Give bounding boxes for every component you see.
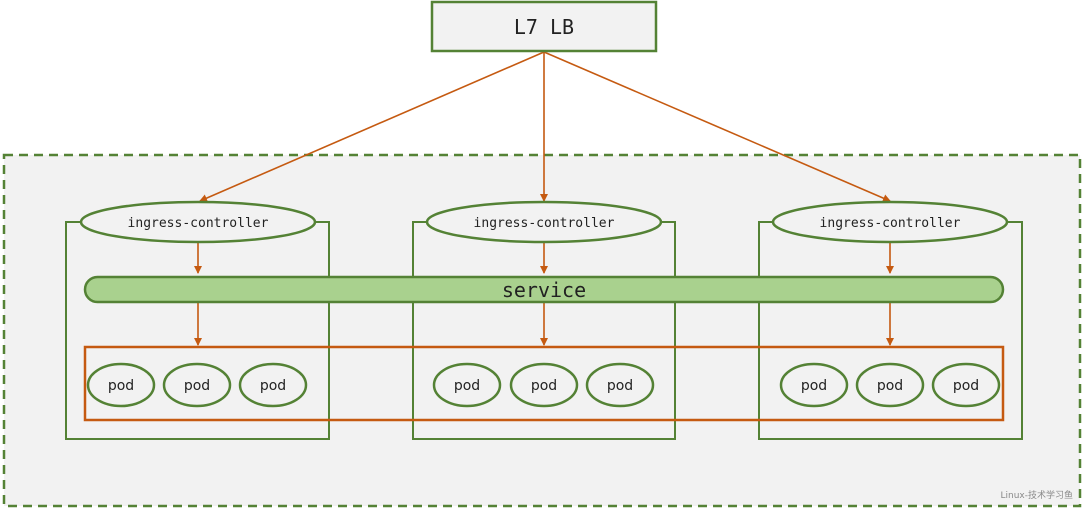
pod: pod [855,362,925,408]
pod-label: pod [953,378,979,394]
pod: pod [779,362,849,408]
lb-arrow-3 [543,51,891,202]
pod: pod [931,362,1001,408]
ingress-controller-1: ingress-controller [79,200,317,244]
ingress-controller-label: ingress-controller [474,216,615,231]
pod: pod [238,362,308,408]
pod-label: pod [877,378,903,394]
pod-label: pod [184,378,210,394]
pod-label: pod [260,378,286,394]
watermark: Linux-技术学习鱼 [1000,491,1074,501]
pod: pod [86,362,156,408]
pod: pod [432,362,502,408]
pod-label: pod [801,378,827,394]
pod-label: pod [454,378,480,394]
pod: pod [162,362,232,408]
ingress-controller-2: ingress-controller [425,200,663,244]
pods-container [83,345,1005,422]
pod: pod [585,362,655,408]
ingress-controller-3: ingress-controller [771,200,1009,244]
service-label: service [502,278,586,302]
pod-label: pod [531,378,557,394]
service-bar: service [83,275,1005,304]
load-balancer-label: L7 LB [514,15,574,39]
ingress-controller-label: ingress-controller [128,216,269,231]
ingress-controller-label: ingress-controller [820,216,961,231]
pod: pod [509,362,579,408]
load-balancer: L7 LB [430,0,658,53]
pod-label: pod [108,378,134,394]
pod-label: pod [607,378,633,394]
lb-arrow-1 [199,51,545,202]
